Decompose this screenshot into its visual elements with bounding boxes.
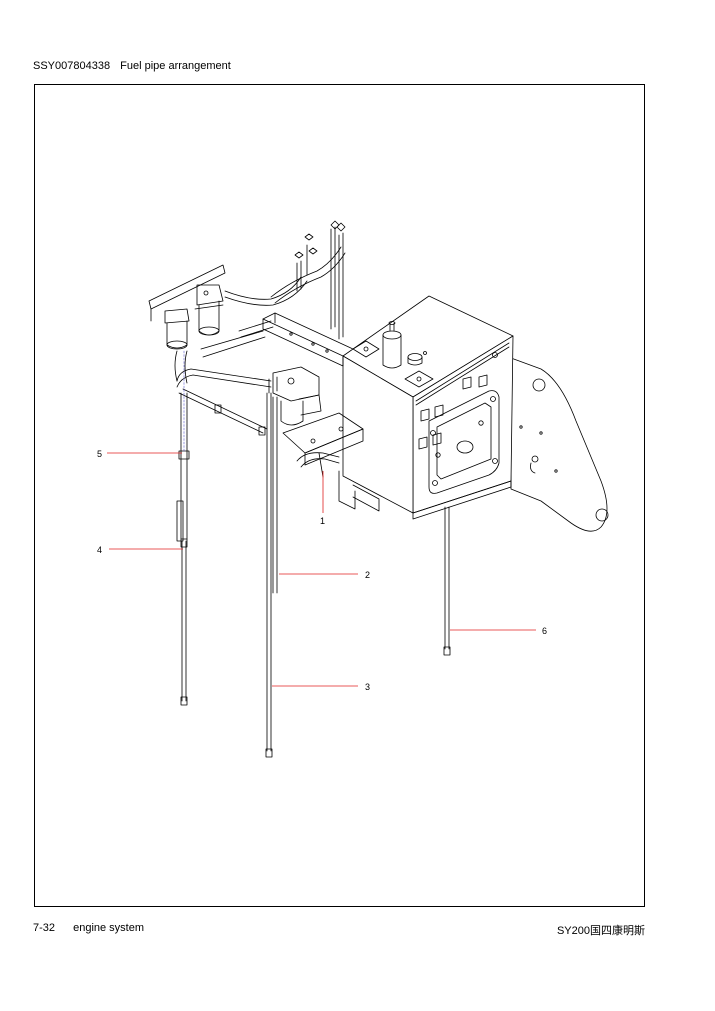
callout-2: 2 xyxy=(365,570,370,580)
callout-1: 1 xyxy=(320,516,325,526)
fuel-water-separator xyxy=(268,366,322,426)
section-name: engine system xyxy=(73,922,145,934)
fuel-tank xyxy=(342,295,514,520)
doc-code: SSY007804338 xyxy=(33,60,111,72)
page-header: SSY007804338 Fuel pipe arrangement xyxy=(33,60,231,72)
upper-hoses xyxy=(200,246,346,358)
pipe-3 xyxy=(265,392,273,758)
page-footer-left: 7-32 engine system xyxy=(33,922,144,934)
callout-6: 6 xyxy=(542,626,547,636)
primary-filter-assembly xyxy=(148,264,226,350)
upper-pipe-bundle xyxy=(294,220,346,340)
frame-beam xyxy=(262,312,354,367)
pipe-6 xyxy=(443,506,451,656)
drawing-frame: 5 4 1 2 3 6 xyxy=(34,84,645,907)
page-title: Fuel pipe arrangement xyxy=(120,60,231,72)
fuel-pipe-drawing: 5 4 1 2 3 6 xyxy=(97,220,609,758)
pipe-4 xyxy=(176,392,190,706)
page-number: 7-32 xyxy=(33,922,56,934)
callout-3: 3 xyxy=(365,682,370,692)
callout-4: 4 xyxy=(97,545,102,555)
feed-pipe-run xyxy=(174,350,272,436)
lower-bracket xyxy=(282,412,380,512)
model-label: SY200国四康明斯 xyxy=(556,925,645,937)
mounting-plate xyxy=(510,357,609,532)
callout-5: 5 xyxy=(97,449,102,459)
callouts: 5 4 1 2 3 6 xyxy=(97,449,547,692)
bracket-hoses xyxy=(296,452,340,478)
pipe-2 xyxy=(272,396,278,594)
